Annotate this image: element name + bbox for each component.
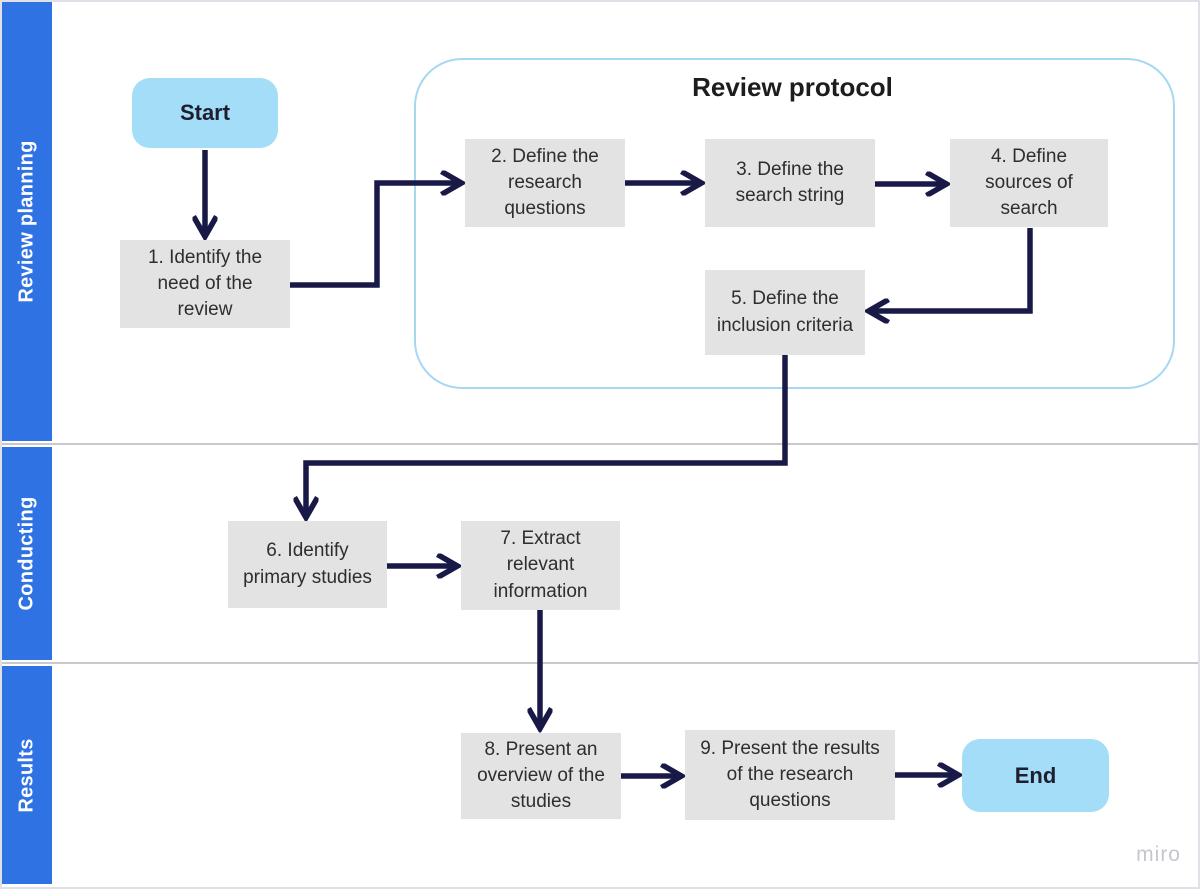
step-2-box: 2. Define the research questions — [465, 139, 625, 227]
connector-4-to-5 — [871, 228, 1033, 311]
step-5-box: 5. Define the inclusion criteria — [705, 270, 865, 355]
connector-1-to-2 — [290, 183, 459, 288]
lane-separator-2 — [2, 662, 1198, 664]
lane-label-review-planning: Review planning — [15, 140, 38, 303]
start-terminal: Start — [132, 78, 278, 148]
review-protocol-group — [414, 58, 1175, 389]
lane-separator-1 — [2, 443, 1198, 445]
step-4-box: 4. Define sources of search — [950, 139, 1108, 227]
step-3-box: 3. Define the search string — [705, 139, 875, 227]
lane-label-conducting: Conducting — [15, 496, 38, 611]
lane-bar-review-planning: Review planning — [2, 2, 52, 441]
end-terminal: End — [962, 739, 1109, 812]
step-6-box: 6. Identify primary studies — [228, 521, 387, 608]
lane-label-results: Results — [15, 737, 38, 813]
review-protocol-title: Review protocol — [692, 72, 893, 102]
connector-5-to-6 — [306, 355, 788, 515]
miro-watermark: miro — [1136, 843, 1181, 866]
step-1-box: 1. Identify the need of the review — [120, 240, 290, 328]
step-7-box: 7. Extract relevant information — [461, 521, 620, 610]
lane-bar-conducting: Conducting — [2, 447, 52, 660]
step-9-box: 9. Present the results of the research q… — [685, 730, 895, 820]
step-8-box: 8. Present an overview of the studies — [461, 733, 621, 819]
lane-bar-results: Results — [2, 666, 52, 884]
